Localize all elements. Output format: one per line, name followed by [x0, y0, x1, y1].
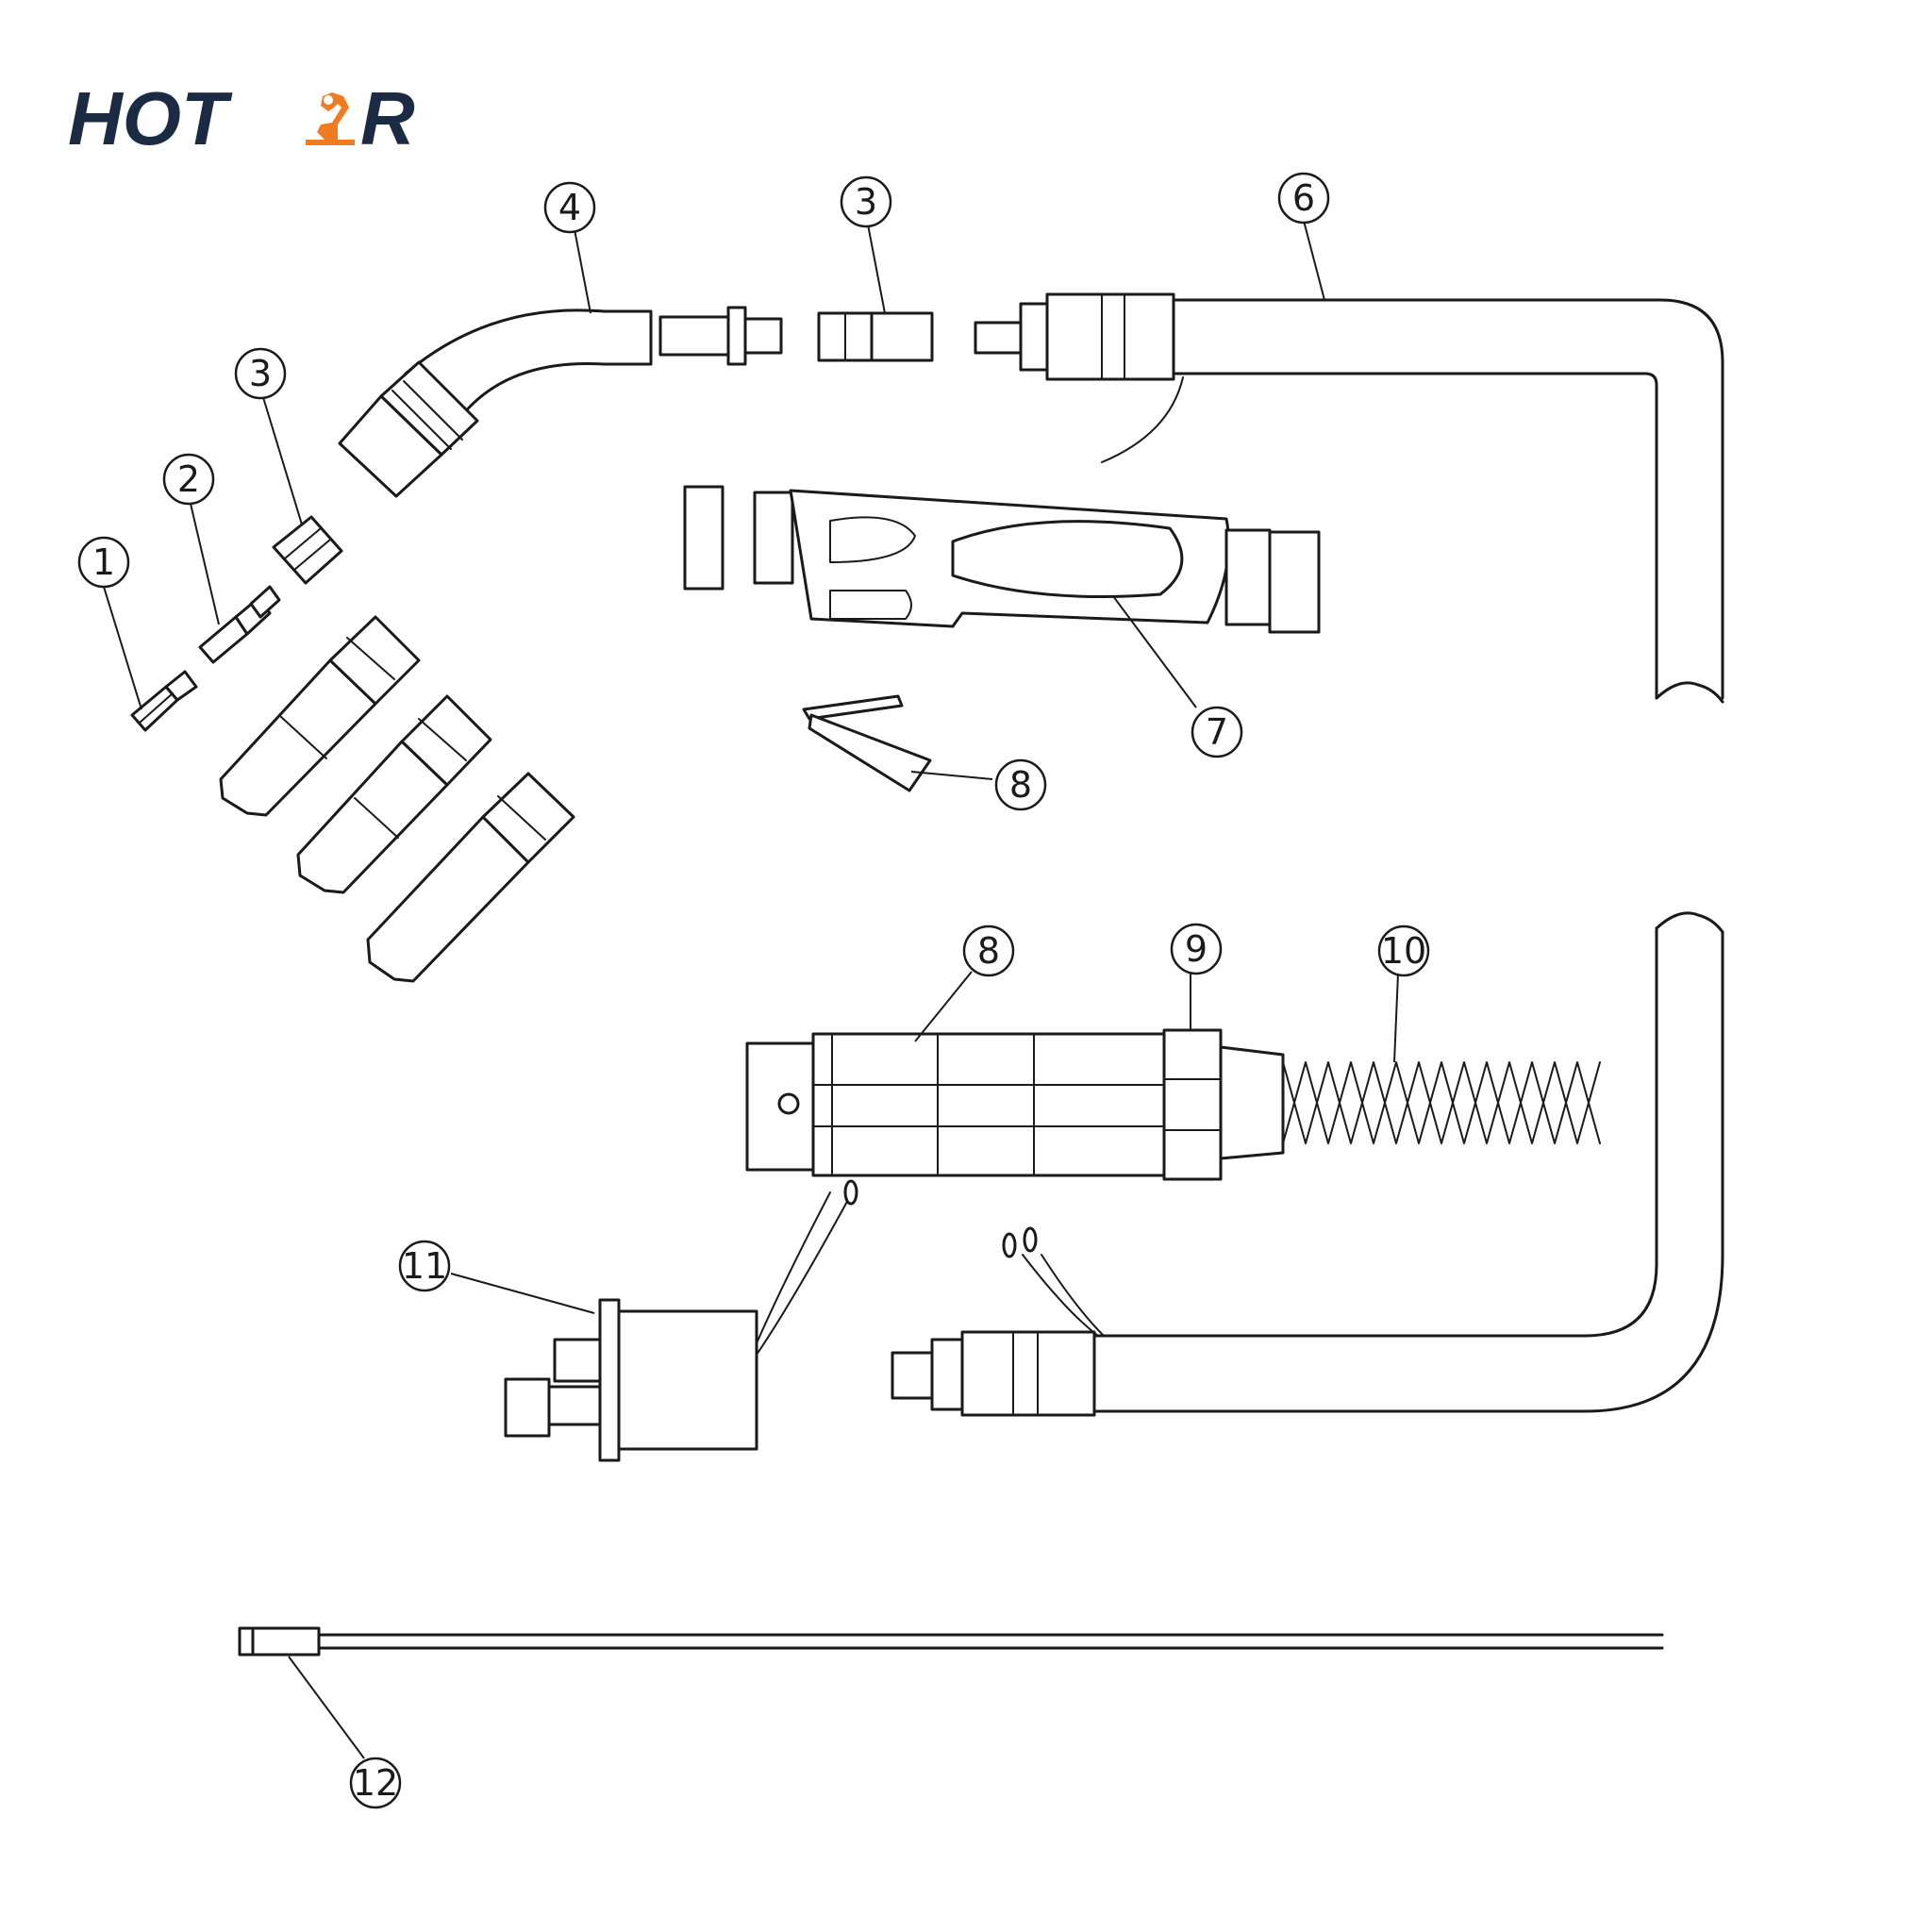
part-nozzle-1	[219, 615, 421, 817]
callout-3b: 3	[840, 175, 892, 228]
callout-8b: 8	[962, 924, 1015, 977]
leader-lines	[103, 220, 1399, 1759]
svg-text:8: 8	[1009, 764, 1032, 806]
svg-text:12: 12	[353, 1762, 398, 1804]
part-contact-tip	[130, 670, 198, 732]
part-nozzle-3	[366, 772, 575, 983]
callout-1: 1	[77, 536, 130, 589]
callout-8a: 8	[994, 758, 1047, 811]
svg-text:3: 3	[249, 353, 272, 394]
callout-10: 10	[1377, 924, 1430, 977]
callout-9: 9	[1170, 923, 1223, 975]
part-trigger	[802, 694, 932, 792]
callout-12: 12	[349, 1757, 402, 1809]
svg-text:8: 8	[977, 930, 1000, 972]
part-liner	[238, 1626, 1664, 1657]
part-cable-upper	[974, 292, 1724, 704]
svg-text:7: 7	[1206, 711, 1228, 753]
callout-7: 7	[1191, 706, 1243, 758]
svg-text:6: 6	[1292, 177, 1315, 219]
part-cable-lower	[891, 911, 1724, 1417]
robot-arm-icon	[306, 92, 355, 145]
callout-4: 4	[543, 181, 596, 234]
svg-text:10: 10	[1381, 930, 1426, 972]
part-connector	[504, 1179, 858, 1462]
part-swan-neck	[338, 306, 783, 498]
part-insulator-small	[272, 515, 343, 585]
brand-logo: HOT R	[68, 76, 415, 160]
part-tip-holder	[198, 585, 281, 664]
brand-name-right: R	[360, 76, 415, 160]
callout-2: 2	[162, 453, 215, 506]
part-nozzle-2	[296, 694, 492, 894]
callout-3a: 3	[234, 347, 287, 400]
part-coupling	[817, 311, 934, 362]
part-rear-handle	[745, 1032, 1166, 1177]
callout-6: 6	[1277, 172, 1330, 225]
callout-11: 11	[398, 1240, 451, 1292]
part-handle	[683, 485, 1321, 634]
svg-text:11: 11	[402, 1245, 447, 1287]
svg-text:2: 2	[177, 458, 200, 500]
svg-text:4: 4	[558, 187, 581, 228]
part-spring	[1219, 1045, 1601, 1160]
svg-text:3: 3	[855, 181, 877, 223]
svg-text:9: 9	[1185, 928, 1208, 970]
part-rear-nut	[1162, 1028, 1223, 1181]
svg-text:1: 1	[92, 541, 115, 583]
brand-name-left: HOT	[68, 76, 233, 160]
